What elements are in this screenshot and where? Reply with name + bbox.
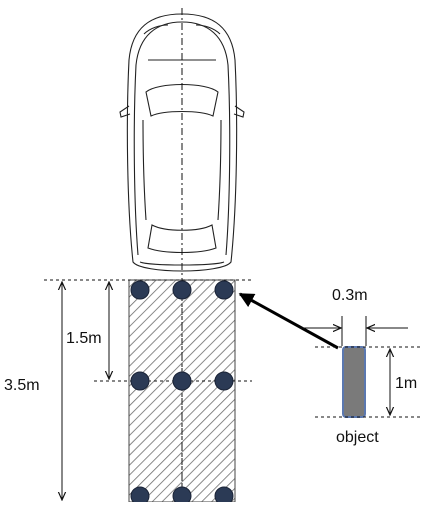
placement-arrow: [238, 292, 339, 350]
object-label: object: [336, 429, 379, 446]
sensor-point: [130, 371, 150, 391]
sensor-point: [214, 486, 234, 506]
sensor-point: [172, 486, 192, 506]
sensor-point: [130, 280, 150, 300]
sensor-points: [130, 280, 234, 506]
total-length-label: 3.5m: [4, 377, 40, 394]
sensor-point: [214, 371, 234, 391]
object-width-label: 0.3m: [332, 287, 368, 304]
object-height-label: 1m: [395, 375, 418, 392]
sensor-point: [172, 280, 192, 300]
car-top-view: [119, 13, 245, 272]
object-cylinder: [342, 346, 366, 418]
row-spacing-label: 1.5m: [66, 330, 102, 347]
sensor-point: [214, 280, 234, 300]
sensor-point: [130, 486, 150, 506]
sensor-point: [172, 371, 192, 391]
